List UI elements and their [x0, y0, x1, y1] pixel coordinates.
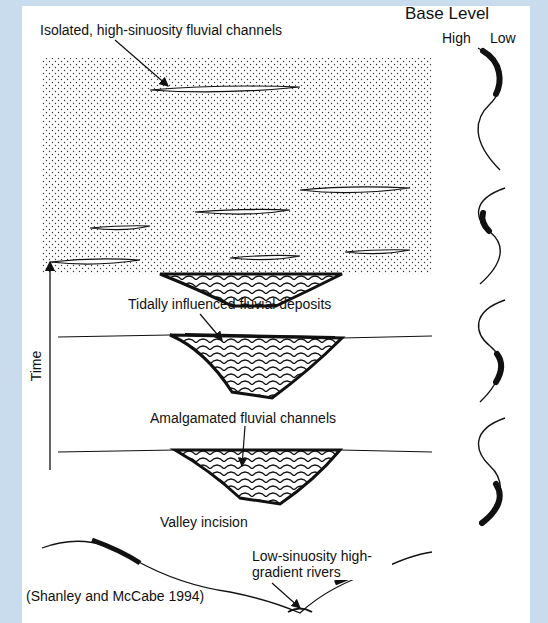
feature-label: Low-sinuosity high-gradient rivers — [252, 548, 392, 580]
column-heading: Base Level — [405, 6, 489, 22]
axis-label: Low — [490, 30, 516, 46]
feature-label: Valley incision — [160, 514, 248, 530]
axis-label: High — [442, 30, 471, 46]
feature-label: Tidally influenced fluvial deposits — [128, 296, 331, 312]
citation: (Shanley and McCabe 1994) — [26, 588, 204, 604]
feature-label: Amalgamated fluvial channels — [150, 410, 336, 426]
feature-label: Isolated, high-sinuosity fluvial channel… — [40, 22, 282, 38]
axis-label: Time — [28, 351, 44, 382]
